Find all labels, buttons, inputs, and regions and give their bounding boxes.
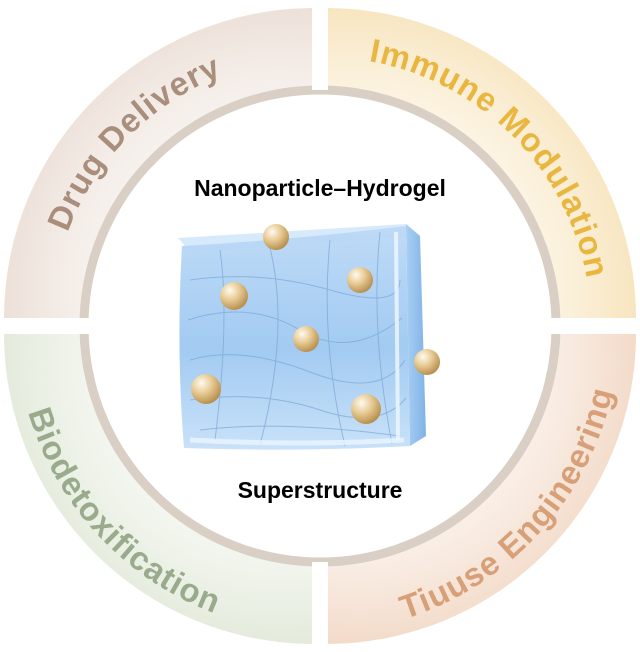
cross-divider-horizontal-left (0, 318, 90, 334)
nanoparticle (351, 394, 381, 424)
nanoparticle (293, 326, 319, 352)
nanoparticle (414, 349, 440, 375)
cross-divider-horizontal-right (550, 318, 640, 334)
nanoparticle (347, 267, 373, 293)
nanoparticles (191, 224, 440, 424)
center-title: Nanoparticle–Hydrogel (194, 175, 446, 201)
nanoparticle (191, 374, 221, 404)
nanoparticle (263, 224, 289, 250)
cube-side-face (406, 224, 426, 446)
cube-bottom-highlight (189, 437, 405, 446)
nanoparticle (220, 282, 248, 310)
hydrogel-cube (178, 224, 440, 450)
center-subtitle: Superstructure (238, 477, 403, 503)
cube-edge-highlight (394, 231, 400, 441)
cross-divider-vertical (312, 0, 328, 90)
cross-divider-vertical-bottom (312, 562, 328, 652)
